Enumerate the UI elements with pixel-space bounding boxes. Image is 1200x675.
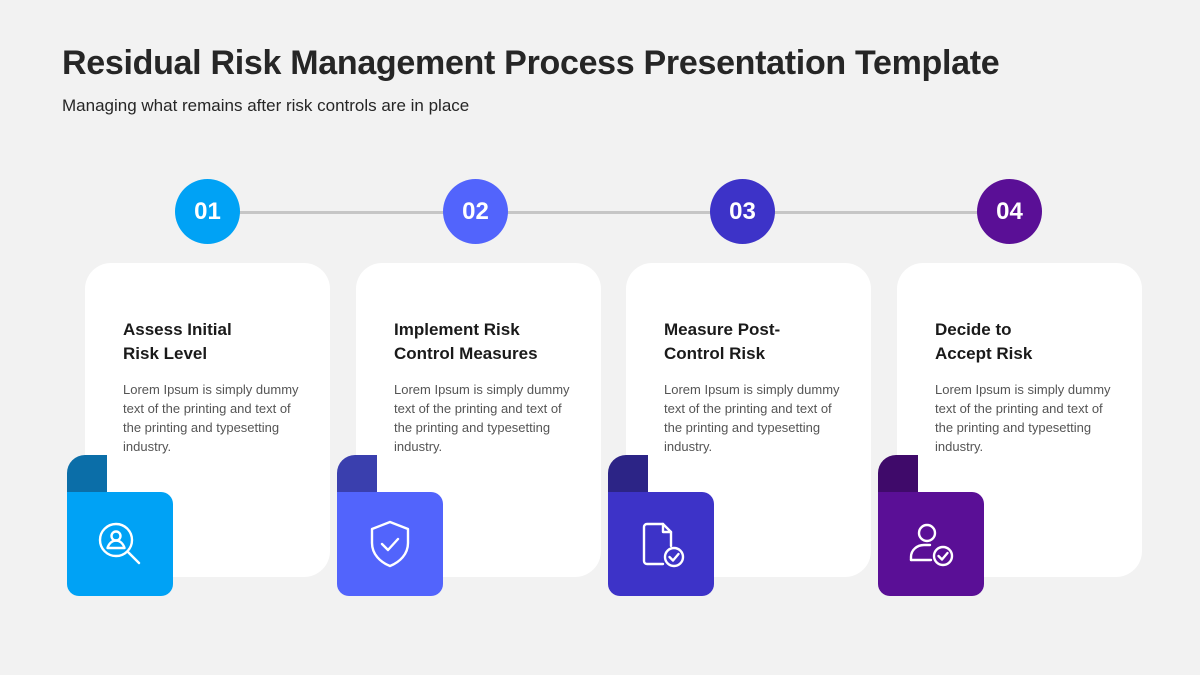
- shield-check-icon: [370, 520, 410, 568]
- icon-tile: [878, 492, 984, 596]
- step-description: Lorem Ipsum is simply dummy text of the …: [935, 382, 1111, 454]
- step-3: 03 Measure Post-Control Risk Lorem Ipsum…: [608, 0, 871, 675]
- page-title: Residual Risk Management Process Present…: [62, 44, 1000, 82]
- timeline-connector: [207, 211, 1010, 214]
- step-description: Lorem Ipsum is simply dummy text of the …: [664, 382, 840, 454]
- step-number-badge: 04: [977, 179, 1042, 244]
- search-user-icon: [98, 522, 141, 565]
- step-number-badge: 02: [443, 179, 508, 244]
- step-title: Measure Post-Control Risk: [664, 320, 781, 363]
- user-check-icon: [909, 523, 954, 567]
- icon-tile: [337, 492, 443, 596]
- step-description: Lorem Ipsum is simply dummy text of the …: [394, 382, 570, 454]
- document-check-icon: [642, 522, 685, 568]
- icon-tile: [67, 492, 173, 596]
- icon-tile: [608, 492, 714, 596]
- step-number-badge: 03: [710, 179, 775, 244]
- step-description: Lorem Ipsum is simply dummy text of the …: [123, 382, 299, 454]
- page-subtitle: Managing what remains after risk control…: [62, 96, 470, 115]
- step-number-badge: 01: [175, 179, 240, 244]
